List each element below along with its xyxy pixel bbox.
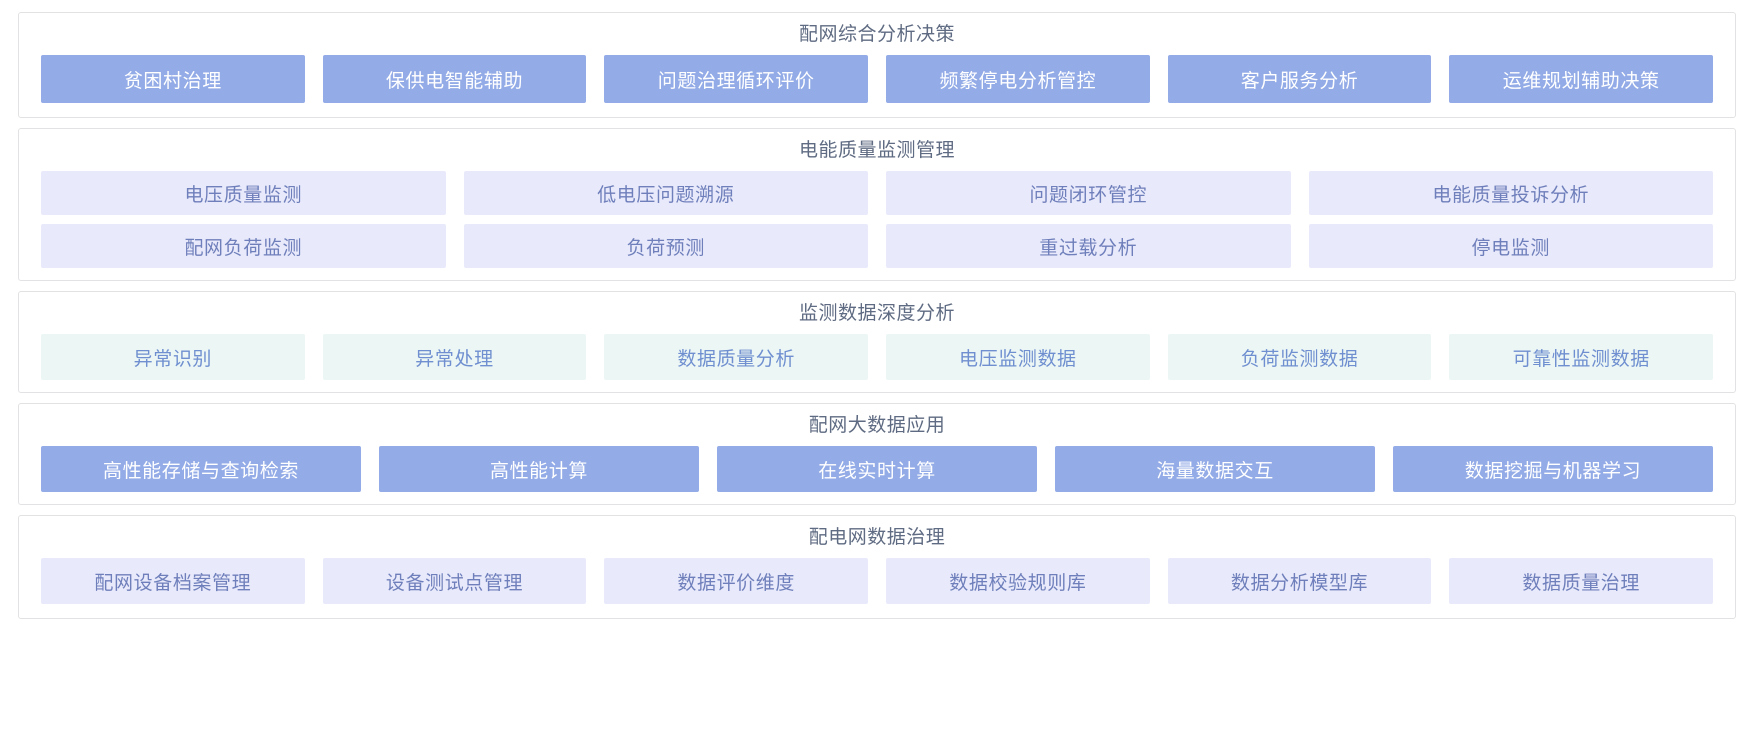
section-title: 配网大数据应用 (808, 415, 946, 436)
module-card[interactable]: 高性能存储与查询检索 (41, 446, 361, 492)
module-card[interactable]: 保供电智能辅助 (322, 55, 587, 103)
module-card[interactable]: 异常识别 (41, 334, 305, 380)
module-card[interactable]: 电压监测数据 (886, 334, 1150, 380)
module-card[interactable]: 运维规划辅助决策 (1449, 55, 1714, 103)
module-card[interactable]: 数据质量分析 (604, 334, 869, 380)
module-card[interactable]: 数据评价维度 (604, 558, 869, 604)
module-card[interactable]: 设备测试点管理 (322, 558, 587, 604)
card-row: 配网负荷监测负荷预测重过载分析停电监测 (41, 224, 1713, 268)
module-card[interactable]: 数据挖掘与机器学习 (1393, 446, 1713, 492)
section-panel: 配电网数据治理配网设备档案管理设备测试点管理数据评价维度数据校验规则库数据分析模… (18, 515, 1736, 619)
module-card[interactable]: 数据校验规则库 (886, 558, 1150, 604)
section-panel: 电能质量监测管理电压质量监测低电压问题溯源问题闭环管控电能质量投诉分析配网负荷监… (18, 128, 1736, 281)
module-card[interactable]: 负荷监测数据 (1167, 334, 1432, 380)
module-card[interactable]: 频繁停电分析管控 (886, 55, 1150, 103)
module-card[interactable]: 数据质量治理 (1449, 558, 1714, 604)
card-row: 高性能存储与查询检索高性能计算在线实时计算海量数据交互数据挖掘与机器学习 (41, 446, 1713, 492)
section-panel: 配网大数据应用高性能存储与查询检索高性能计算在线实时计算海量数据交互数据挖掘与机… (18, 403, 1736, 505)
module-card[interactable]: 海量数据交互 (1055, 446, 1375, 492)
section-title: 电能质量监测管理 (798, 140, 955, 161)
module-card[interactable]: 低电压问题溯源 (463, 171, 868, 215)
module-card[interactable]: 贫困村治理 (41, 55, 305, 103)
module-card[interactable]: 异常处理 (322, 334, 587, 380)
card-row: 电压质量监测低电压问题溯源问题闭环管控电能质量投诉分析 (41, 171, 1713, 215)
module-card[interactable]: 在线实时计算 (717, 446, 1037, 492)
card-row: 异常识别异常处理数据质量分析电压监测数据负荷监测数据可靠性监测数据 (41, 334, 1714, 380)
section-title: 配网综合分析决策 (798, 24, 955, 45)
section-panel: 配网综合分析决策贫困村治理保供电智能辅助问题治理循环评价频繁停电分析管控客户服务… (18, 12, 1736, 118)
module-card[interactable]: 停电监测 (1308, 224, 1713, 268)
module-card[interactable]: 数据分析模型库 (1167, 558, 1432, 604)
card-row: 配网设备档案管理设备测试点管理数据评价维度数据校验规则库数据分析模型库数据质量治… (41, 558, 1714, 604)
module-card[interactable]: 配网负荷监测 (41, 224, 446, 268)
module-card[interactable]: 问题闭环管控 (886, 171, 1291, 215)
module-card[interactable]: 可靠性监测数据 (1449, 334, 1714, 380)
section-panel: 监测数据深度分析异常识别异常处理数据质量分析电压监测数据负荷监测数据可靠性监测数… (18, 291, 1736, 393)
card-row: 贫困村治理保供电智能辅助问题治理循环评价频繁停电分析管控客户服务分析运维规划辅助… (41, 55, 1714, 103)
section-title: 配电网数据治理 (808, 527, 946, 548)
module-card[interactable]: 电能质量投诉分析 (1308, 171, 1713, 215)
module-card[interactable]: 问题治理循环评价 (604, 55, 869, 103)
module-card[interactable]: 客户服务分析 (1167, 55, 1432, 103)
module-card[interactable]: 高性能计算 (379, 446, 699, 492)
module-card[interactable]: 电压质量监测 (41, 171, 446, 215)
module-card[interactable]: 配网设备档案管理 (41, 558, 305, 604)
section-title: 监测数据深度分析 (798, 303, 955, 324)
module-card[interactable]: 重过载分析 (886, 224, 1291, 268)
module-card[interactable]: 负荷预测 (463, 224, 868, 268)
